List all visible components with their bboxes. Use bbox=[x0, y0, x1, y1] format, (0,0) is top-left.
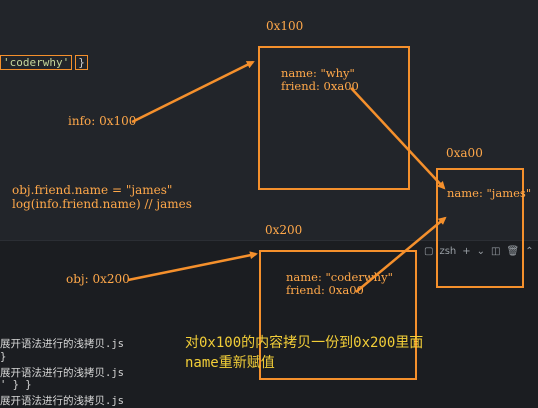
obj-label: obj: 0x200 bbox=[66, 272, 130, 286]
box2-name: name: "james" bbox=[447, 186, 532, 200]
terminal-line: ' } } bbox=[0, 379, 32, 391]
chevron-down-icon[interactable]: ⌄ bbox=[476, 246, 486, 257]
info-label: info: 0x100 bbox=[68, 114, 137, 128]
terminal-shell-icon[interactable]: ▢ bbox=[424, 246, 434, 257]
terminal-line: 展开语法进行的浅拷贝.js bbox=[0, 338, 124, 350]
terminal-shell-label: zsh bbox=[439, 246, 457, 257]
trash-icon[interactable]: 🗑 bbox=[506, 246, 520, 257]
terminal-line: 展开语法进行的浅拷贝.js bbox=[0, 395, 124, 407]
memory-box-0x200 bbox=[259, 250, 417, 380]
terminal-line: } bbox=[0, 351, 7, 363]
box1-name: name: "why" bbox=[281, 66, 355, 80]
new-terminal-icon[interactable]: + bbox=[462, 246, 471, 257]
caption-line-2: name重新赋值 bbox=[185, 355, 275, 371]
code-snippet: 'coderwhy'} bbox=[0, 53, 94, 73]
box1-address: 0x100 bbox=[266, 19, 304, 33]
string-literal: 'coderwhy' bbox=[0, 55, 73, 70]
box1-friend: friend: 0xa00 bbox=[281, 79, 359, 93]
split-terminal-icon[interactable]: ◫ bbox=[491, 246, 501, 257]
caption-line-1: 对0x100的内容拷贝一份到0x200里面 bbox=[185, 335, 424, 351]
box3-name: name: "coderwhy" bbox=[286, 270, 393, 284]
box3-friend: friend: 0xa00 bbox=[286, 283, 364, 297]
terminal-line: 展开语法进行的浅拷贝.js bbox=[0, 367, 124, 379]
closing-brace: } bbox=[75, 55, 88, 70]
terminal-panel bbox=[0, 240, 538, 408]
chevron-up-icon[interactable]: ⌃ bbox=[525, 246, 534, 257]
box3-address: 0x200 bbox=[265, 223, 303, 237]
box2-address: 0xa00 bbox=[446, 146, 483, 160]
code-line-1: obj.friend.name = "james" bbox=[12, 183, 173, 197]
code-line-2: log(info.friend.name) // james bbox=[12, 197, 192, 211]
code-editor bbox=[0, 0, 538, 240]
